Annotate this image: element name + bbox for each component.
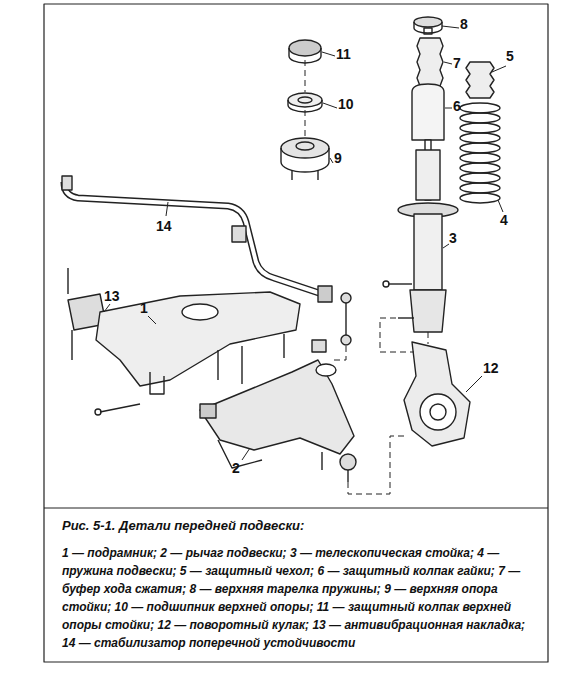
- figure-frame: [44, 4, 548, 662]
- callout-number: 7: [453, 55, 461, 71]
- callout-number: 10: [338, 96, 354, 112]
- upper-mount: [281, 138, 329, 180]
- callout-number: 9: [334, 150, 342, 166]
- callout-number: 13: [104, 288, 120, 304]
- callout-number: 3: [449, 230, 457, 246]
- coil-spring: [460, 103, 500, 203]
- protective-boot: [466, 62, 494, 98]
- control-arm: [200, 360, 356, 482]
- spring-coil: [460, 113, 500, 123]
- telescopic-strut: [383, 140, 458, 332]
- spring-coil: [460, 163, 500, 173]
- callout-number: 12: [483, 360, 499, 376]
- callout-number: 4: [500, 212, 508, 228]
- spring-coil: [460, 133, 500, 143]
- spring-coil: [460, 183, 500, 193]
- upper-spring-plate: [414, 17, 442, 34]
- spring-coil: [460, 103, 500, 113]
- callout-number: 2: [232, 460, 240, 476]
- callout-number: 14: [156, 218, 172, 234]
- legend-text: 1 — подрамник; 2 — рычаг подвески; 3 — т…: [62, 544, 532, 652]
- spring-coil: [460, 153, 500, 163]
- callout-number: 11: [336, 46, 351, 62]
- caption-rule: [44, 508, 548, 509]
- spring-coil: [460, 123, 500, 133]
- callout-number: 1: [140, 300, 148, 316]
- leader-lines: [104, 26, 506, 460]
- steering-knuckle: [404, 342, 470, 446]
- mount-cap: [289, 40, 321, 63]
- callout-number: 6: [453, 98, 461, 114]
- spring-coil: [460, 193, 500, 203]
- callout-number: 5: [506, 48, 514, 64]
- boot-cap: [412, 84, 444, 140]
- callout-number: 8: [460, 16, 468, 32]
- spring-coil: [460, 143, 500, 153]
- figure-caption: Рис. 5-1. Детали передней подвески:: [62, 518, 532, 533]
- bump-stop: [417, 38, 443, 86]
- spring-coil: [460, 173, 500, 183]
- mount-bearing: [288, 93, 322, 112]
- assembly-lines: [305, 60, 428, 494]
